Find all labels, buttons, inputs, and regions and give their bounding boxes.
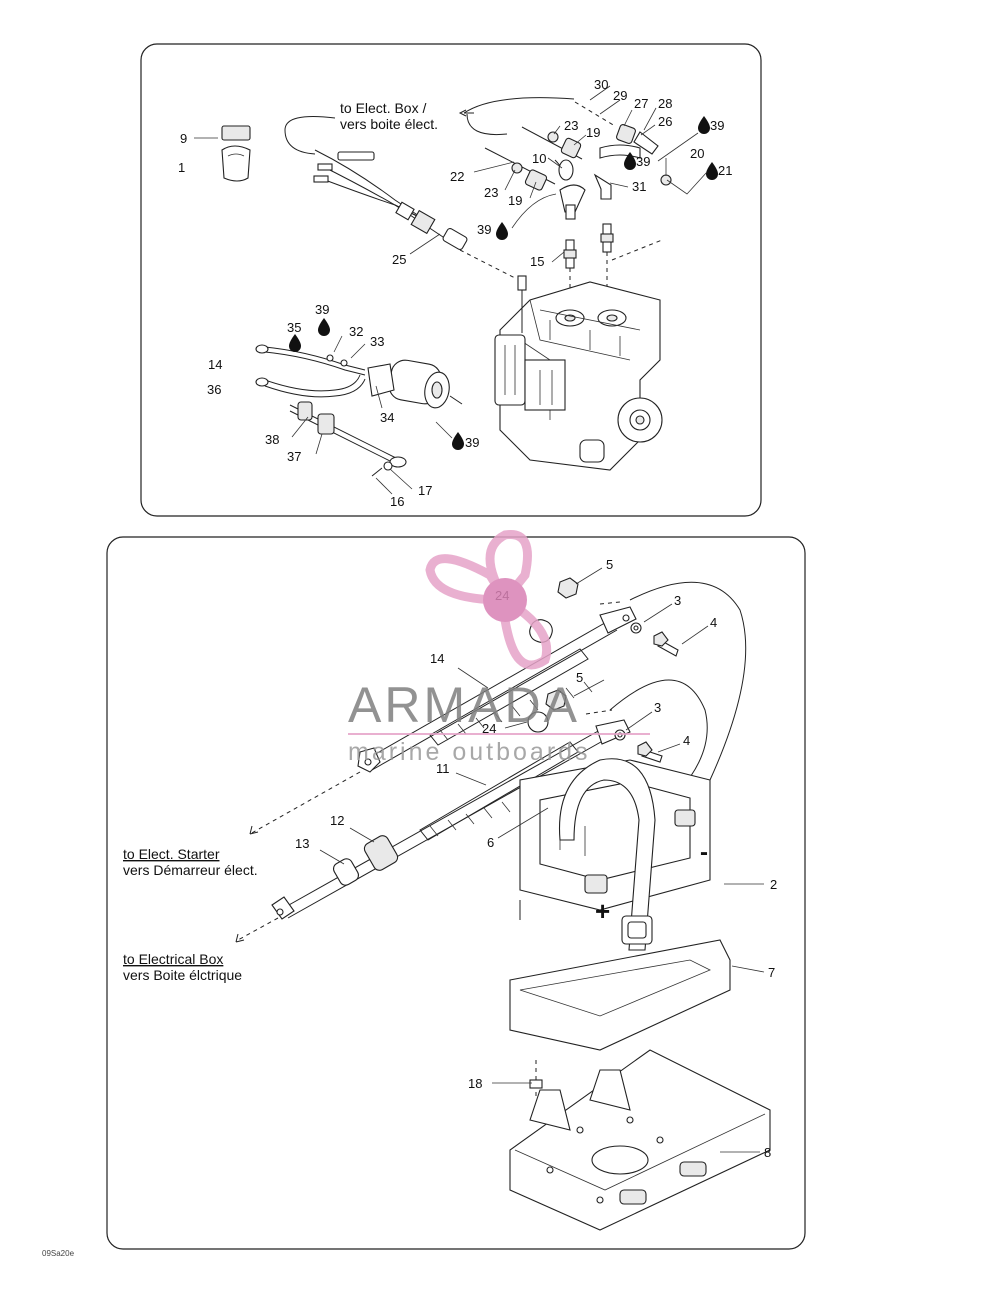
callout-27: 27 [634,96,648,111]
callout-25: 25 [392,252,406,267]
callout-17: 17 [418,483,432,498]
callout-3-a: 3 [674,593,681,608]
top-panel: 9 1 30 29 27 28 26 39 23 19 39 10 20 21 … [140,43,762,517]
callout-39-d: 39 [315,302,329,317]
callout-36: 36 [207,382,221,397]
callout-39-b: 39 [636,154,650,169]
callout-15: 15 [530,254,544,269]
callout-39-a: 39 [710,118,724,133]
battery-wires [609,581,747,791]
propeller-logo-icon [425,530,552,670]
callout-39-e: 39 [465,435,479,450]
elect-box-brace [284,116,336,155]
callout-7: 7 [768,965,775,980]
callout-26: 26 [658,114,672,129]
top-panel-frame [140,43,762,517]
bottom-callouts: 5 24 3 4 14 5 3 24 4 11 12 6 13 2 7 18 8… [123,557,777,1160]
callout-3-b: 3 [654,700,661,715]
drop-icon [289,334,301,352]
top-leaders [194,85,708,495]
callout-14-top: 14 [208,357,222,372]
elect-box-note-en: to Elect. Box / [340,100,426,116]
cable-14 [357,606,637,773]
top-callouts: 9 1 30 29 27 28 26 39 23 19 39 10 20 21 … [178,77,732,509]
callout-21: 21 [718,163,732,178]
drop-icon [624,152,636,170]
starter-note-en: to Elect. Starter [123,846,220,862]
callout-28: 28 [658,96,672,111]
elect-box-note-fr: vers boite élect. [340,116,438,132]
callout-16: 16 [390,494,404,509]
callout-38: 38 [265,432,279,447]
watermark-brand: ARMADA [348,677,580,733]
negative-terminal-sign: - [700,839,708,866]
spark-plug-leads [484,101,672,220]
callout-2: 2 [770,877,777,892]
battery-tray [509,939,731,1051]
drop-icon [496,222,508,240]
callout-11: 11 [436,761,450,776]
positive-terminal-sign: + [595,896,610,926]
drop-icon [318,318,330,336]
callout-9: 9 [180,131,187,146]
battery [519,758,711,951]
callout-20: 20 [690,146,704,161]
bottom-panel: 5 24 3 4 14 5 3 24 4 11 12 6 13 2 7 18 8… [106,536,806,1250]
watermark: ARMADA marine outboards [348,530,650,766]
callout-19-a: 19 [586,125,600,140]
callout-10: 10 [532,151,546,166]
callout-12: 12 [330,813,344,828]
callout-5-a: 5 [606,557,613,572]
callout-32: 32 [349,324,363,339]
clip-part [221,125,251,182]
drop-icon [698,116,710,134]
callout-22: 22 [450,169,464,184]
callout-33: 33 [370,334,384,349]
callout-23-a: 23 [564,118,578,133]
callout-30: 30 [594,77,608,92]
callout-23-b: 23 [484,185,498,200]
callout-18: 18 [468,1076,482,1091]
callout-31: 31 [632,179,646,194]
callout-8: 8 [764,1145,771,1160]
callout-19-b: 19 [508,193,522,208]
callout-29: 29 [613,88,627,103]
callout-35: 35 [287,320,301,335]
callout-13: 13 [295,836,309,851]
callout-1: 1 [178,160,185,175]
callout-4-b: 4 [683,733,690,748]
direction-arrows [235,771,361,943]
lubricant-drop-icons [289,116,718,450]
wire-harness [313,149,468,251]
box-note-en: to Electrical Box [123,951,223,967]
box-note-fr: vers Boite élctrique [123,967,242,983]
bottom-leaders [319,567,765,1153]
starter-note-fr: vers Démarreur élect. [123,862,258,878]
callout-6: 6 [487,835,494,850]
callout-34: 34 [380,410,394,425]
callout-24-b: 24 [482,721,496,736]
callout-4-a: 4 [710,615,717,630]
callout-5-b: 5 [576,670,583,685]
drawing-code: 09Sa20e [42,1249,75,1258]
engine-block [459,249,663,471]
drop-icon [706,162,718,180]
drop-icon [452,432,464,450]
callout-14-bottom: 14 [430,651,444,666]
callout-37: 37 [287,449,301,464]
starter-motor [255,344,463,477]
callout-39-c: 39 [477,222,491,237]
battery-base [509,1049,771,1231]
watermark-tagline: marine outboards [348,738,591,766]
bottom-panel-frame [106,536,806,1250]
